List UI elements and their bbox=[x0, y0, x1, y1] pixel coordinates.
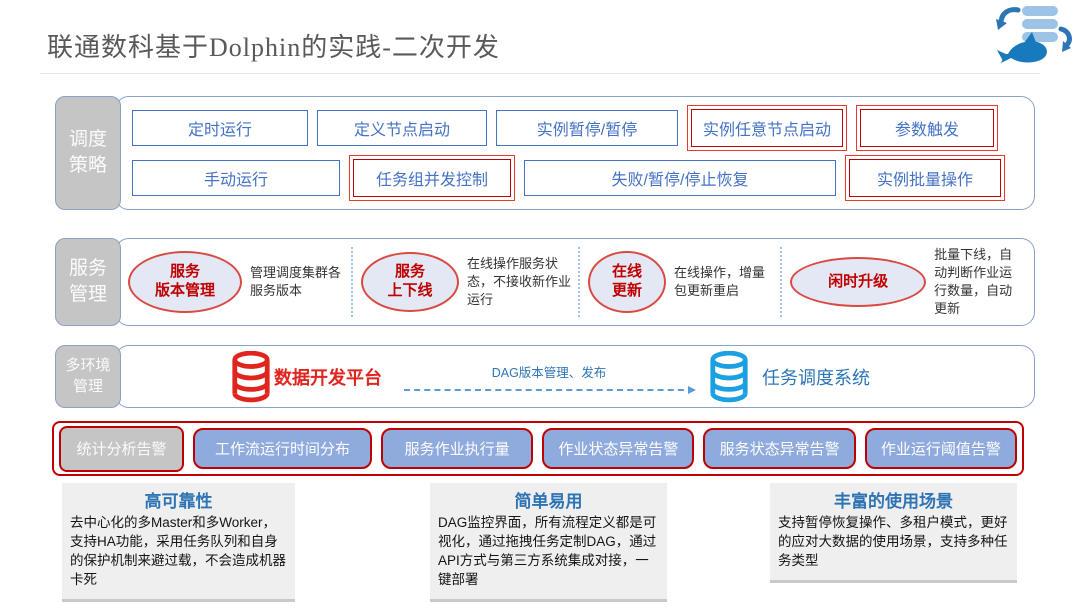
service-version-group: 服务 版本管理 管理调度集群各服务版本 bbox=[120, 247, 351, 317]
service-online-offline-tag: 服务 上下线 bbox=[360, 252, 459, 312]
timed-run-button: 定时运行 bbox=[132, 110, 308, 146]
job-status-alert-button: 作业状态异常告警 bbox=[542, 428, 695, 469]
service-online-offline-group: 服务 上下线 在线操作服务状态，不接收新作业运行 bbox=[350, 247, 578, 317]
service-job-volume-button: 服务作业执行量 bbox=[380, 428, 534, 469]
scheduling-row-2: 手动运行 任务组并发控制 失败/暂停/停止恢复 实例批量操作 bbox=[132, 155, 1022, 201]
feature-card-ease-of-use: 简单易用 DAG监控界面，所有流程定义都是可视化，通过拖拽任务定制DAG，通过A… bbox=[430, 483, 667, 602]
task-scheduling-system-label: 任务调度系统 bbox=[762, 367, 870, 388]
service-version-desc: 管理调度集群各服务版本 bbox=[250, 264, 342, 298]
idle-upgrade-group: 闲时升级 批量下线，自动判断作业运行数量，自动更新 bbox=[780, 247, 1028, 317]
scheduling-strategy-label: 调度 策略 bbox=[55, 96, 121, 210]
job-threshold-alert-button: 作业运行阈值告警 bbox=[864, 428, 1018, 469]
online-update-desc: 在线操作，增量包更新重启 bbox=[673, 264, 765, 298]
service-status-alert-button: 服务状态异常告警 bbox=[703, 428, 856, 469]
feature-title: 丰富的使用场景 bbox=[834, 492, 953, 511]
service-management-label: 服务 管理 bbox=[55, 238, 121, 326]
define-node-start-button: 定义节点启动 bbox=[317, 110, 487, 146]
service-version-tag: 服务 版本管理 bbox=[128, 251, 242, 313]
feature-card-rich-scenarios: 丰富的使用场景 支持暂停恢复操作、多租户模式，更好的应对大数据的使用场景，支持多… bbox=[770, 483, 1017, 583]
parameter-trigger-highlight: 参数触发 bbox=[856, 105, 998, 151]
parameter-trigger-button: 参数触发 bbox=[860, 109, 994, 147]
alerts-label: 统计分析告警 bbox=[59, 425, 184, 472]
instance-batch-ops-highlight: 实例批量操作 bbox=[845, 155, 1005, 201]
feature-card-reliability: 高可靠性 去中心化的多Master和多Worker，支持HA功能，采用任务队列和… bbox=[62, 483, 295, 602]
scheduling-strategy-panel: 定时运行 定义节点启动 实例暂停/暂停 实例任意节点启动 参数触发 手动运行 任… bbox=[115, 96, 1035, 210]
instance-any-node-start-button: 实例任意节点启动 bbox=[691, 109, 843, 147]
feature-title: 高可靠性 bbox=[144, 492, 213, 511]
database-icon bbox=[710, 350, 748, 402]
data-dev-platform-label: 数据开发平台 bbox=[274, 367, 382, 388]
feature-title: 简单易用 bbox=[514, 492, 583, 511]
manual-run-button: 手动运行 bbox=[132, 160, 340, 196]
dashed-arrow-icon bbox=[404, 386, 696, 394]
feature-body: DAG监控界面，所有流程定义都是可视化，通过拖拽任务定制DAG，通过API方式与… bbox=[438, 515, 657, 587]
multi-env-label: 多环境 管理 bbox=[55, 345, 121, 408]
task-group-concurrency-button: 任务组并发控制 bbox=[353, 159, 511, 197]
instance-any-node-start-highlight: 实例任意节点启动 bbox=[687, 105, 847, 151]
idle-upgrade-desc: 批量下线，自动判断作业运行数量，自动更新 bbox=[934, 246, 1013, 317]
dolphin-scheduler-logo-icon bbox=[996, 6, 1072, 63]
instance-pause-button: 实例暂停/暂停 bbox=[496, 110, 678, 146]
multi-env-panel: 数据开发平台 DAG版本管理、发布 任务调度系统 bbox=[115, 345, 1035, 408]
database-icon bbox=[232, 350, 270, 402]
dag-publish-label: DAG版本管理、发布 bbox=[491, 366, 607, 380]
title-divider bbox=[40, 73, 1040, 74]
alerts-panel: 统计分析告警 工作流运行时间分布 服务作业执行量 作业状态异常告警 服务状态异常… bbox=[52, 421, 1024, 476]
dag-publish-flow: DAG版本管理、发布 bbox=[404, 362, 696, 394]
workflow-runtime-distribution-button: 工作流运行时间分布 bbox=[193, 428, 372, 469]
failure-pause-stop-recover-button: 失败/暂停/停止恢复 bbox=[524, 160, 836, 196]
instance-batch-ops-button: 实例批量操作 bbox=[849, 159, 1001, 197]
feature-body: 支持暂停恢复操作、多租户模式，更好的应对大数据的使用场景，支持多种任务类型 bbox=[778, 515, 1008, 568]
idle-upgrade-tag: 闲时升级 bbox=[790, 257, 927, 307]
feature-body: 去中心化的多Master和多Worker，支持HA功能，采用任务队列和自身的保护… bbox=[70, 515, 286, 587]
task-group-concurrency-highlight: 任务组并发控制 bbox=[349, 155, 515, 201]
service-management-panel: 服务 版本管理 管理调度集群各服务版本 服务 上下线 在线操作服务状态，不接收新… bbox=[115, 238, 1035, 326]
online-update-tag: 在线 更新 bbox=[587, 251, 666, 313]
service-online-offline-desc: 在线操作服务状态，不接收新作业运行 bbox=[466, 255, 571, 308]
scheduling-row-1: 定时运行 定义节点启动 实例暂停/暂停 实例任意节点启动 参数触发 bbox=[132, 105, 1022, 151]
page-title: 联通数科基于Dolphin的实践-二次开发 bbox=[47, 33, 500, 62]
online-update-group: 在线 更新 在线操作，增量包更新重启 bbox=[577, 247, 780, 317]
